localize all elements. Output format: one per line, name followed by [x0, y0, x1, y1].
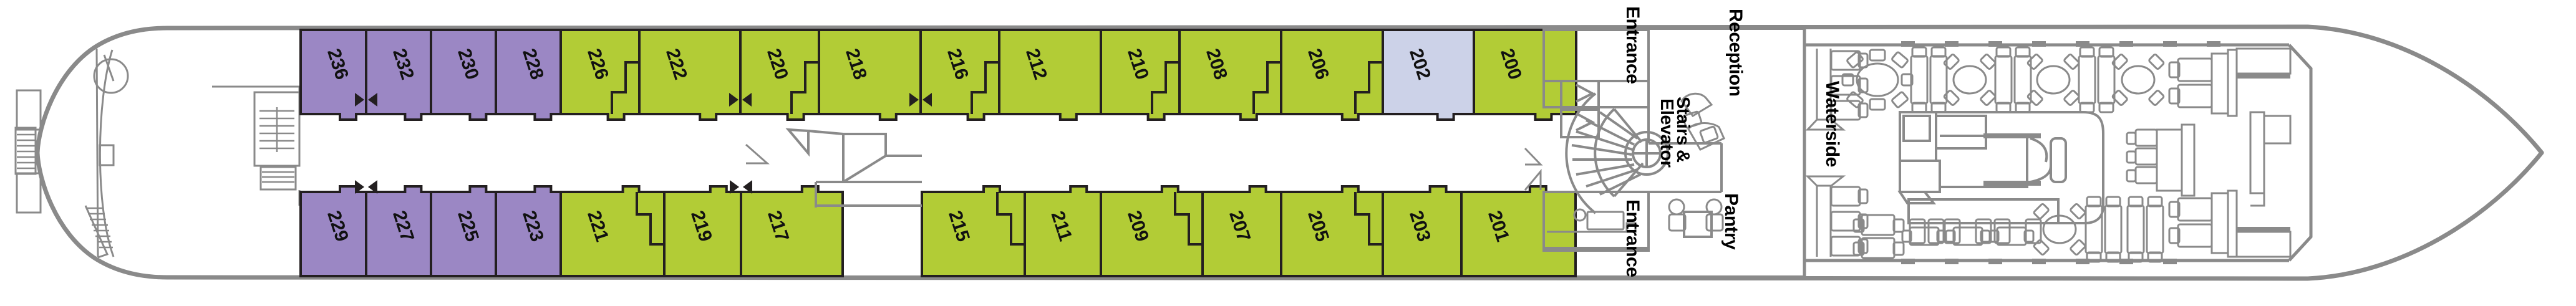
cabin-228[interactable]	[495, 29, 562, 121]
cabin-202[interactable]	[1382, 29, 1475, 121]
cabin-236[interactable]	[299, 29, 367, 121]
cabin-232[interactable]	[365, 29, 432, 121]
label-pantry: Pantry	[1721, 193, 1741, 250]
banquette-bottom	[1805, 175, 1869, 257]
cabin-222[interactable]	[638, 29, 742, 121]
cabin-227[interactable]	[365, 185, 432, 277]
cabin-206[interactable]	[1280, 29, 1384, 121]
bar-counter-icon	[1897, 111, 2104, 244]
cabin-223[interactable]	[495, 185, 562, 277]
cabin-209[interactable]	[1100, 185, 1204, 277]
reception-stairs-block	[1542, 29, 1725, 252]
label-entrance-bottom: Entrance	[1622, 199, 1643, 277]
connecting-door-icon	[355, 93, 377, 107]
connecting-door-icon	[355, 180, 377, 194]
cabin-203[interactable]	[1382, 185, 1463, 277]
cabin-215[interactable]	[921, 185, 1026, 277]
cabin-229[interactable]	[299, 185, 367, 277]
cabin-218[interactable]	[818, 29, 922, 121]
connecting-door-icon	[730, 180, 752, 194]
door-swing-icons	[745, 143, 1543, 191]
cabin-210[interactable]	[1100, 29, 1181, 121]
connecting-door-icon	[909, 93, 932, 107]
cabin-221[interactable]	[559, 185, 666, 277]
cabin-220[interactable]	[739, 29, 820, 121]
waterside-restaurant	[1803, 28, 2313, 277]
cabin-217[interactable]	[740, 185, 844, 277]
cabin-207[interactable]	[1201, 185, 1282, 277]
cabin-bathroom-partitions	[611, 30, 1384, 276]
cabin-208[interactable]	[1178, 29, 1282, 121]
label-entrance-top: Entrance	[1622, 6, 1643, 84]
cabin-212[interactable]	[998, 29, 1102, 121]
label-reception: Reception	[1725, 9, 1746, 97]
lower-cabin-row	[299, 185, 1577, 277]
cabin-200[interactable]	[1473, 29, 1577, 121]
connecting-door-icons	[355, 93, 932, 194]
cabin-230[interactable]	[430, 29, 497, 121]
cabin-219[interactable]	[663, 185, 742, 277]
cabin-216[interactable]	[919, 29, 1000, 121]
label-elevator: Elevator	[1657, 98, 1677, 168]
cabin-226[interactable]	[559, 29, 641, 121]
cabin-225[interactable]	[430, 185, 497, 277]
connecting-door-icon	[729, 93, 752, 107]
cabin-205[interactable]	[1280, 185, 1384, 277]
upper-cabin-row	[299, 29, 1577, 121]
cabin-211[interactable]	[1024, 185, 1102, 277]
banquette-top	[1805, 49, 1869, 131]
label-waterside: Waterside	[1822, 81, 1842, 167]
spiral-staircase-icon	[1565, 92, 1669, 214]
bow-structure	[14, 48, 129, 259]
mid-vestibule	[785, 128, 922, 208]
